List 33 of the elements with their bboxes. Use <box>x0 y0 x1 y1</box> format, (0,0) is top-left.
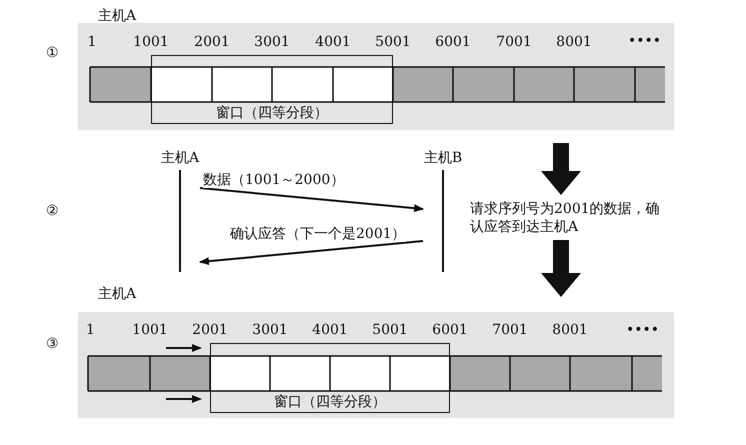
host-lifeline: 主机B <box>423 150 463 272</box>
sequence-number: 1 <box>86 322 95 338</box>
host-label: 主机A <box>98 286 136 302</box>
note-text: 请求序列号为2001的数据，确认应答到达主机A <box>470 200 661 236</box>
step-number: ③ <box>46 336 59 352</box>
sequence-number: 8001 <box>552 322 588 338</box>
sequence-number: 6001 <box>435 34 471 50</box>
sequence-number: 6001 <box>432 322 468 338</box>
host-label: 主机A <box>98 8 136 24</box>
sequence-number: 1001 <box>133 34 169 50</box>
step-number: ② <box>46 203 59 219</box>
sequence-number: 3001 <box>254 34 290 50</box>
sequence-number: 1 <box>88 34 96 50</box>
sequence-number: 7001 <box>496 34 532 50</box>
sequence-number: 4001 <box>315 34 351 50</box>
sequence-number: 3001 <box>252 322 288 338</box>
sequence-number: 1001 <box>132 322 168 338</box>
window-box: 窗口（四等分段） <box>151 55 393 124</box>
sequence-number: 4001 <box>312 322 348 338</box>
sequence-number: 5001 <box>375 34 411 50</box>
arrow <box>199 240 424 266</box>
sequence-number: 5001 <box>372 322 408 338</box>
sequence-number: 8001 <box>556 34 592 50</box>
arrow <box>200 187 424 212</box>
sequence-number: 2001 <box>192 322 228 338</box>
ellipsis-label: •••• <box>628 33 662 49</box>
sequence-number: 7001 <box>492 322 528 338</box>
edge-label: 确认应答（下一个是2001） <box>230 226 406 242</box>
host-lifeline: 主机A <box>160 150 200 272</box>
window-box: 窗口（四等分段） <box>210 343 450 413</box>
sequence-number: 2001 <box>194 34 230 50</box>
ellipsis-label: •••• <box>626 322 660 338</box>
step-number: ① <box>46 45 59 61</box>
